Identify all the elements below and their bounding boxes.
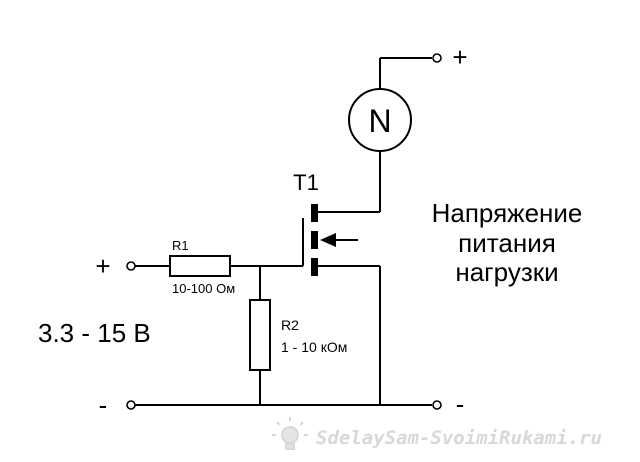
motor-symbol bbox=[348, 88, 412, 152]
wires bbox=[135, 57, 432, 406]
motor-label: N bbox=[368, 103, 391, 139]
terminal-output-plus bbox=[432, 53, 442, 63]
mosfet-channel bbox=[311, 204, 336, 276]
input-plus-sign: + bbox=[95, 251, 110, 281]
terminal-input-plus bbox=[126, 261, 136, 271]
watermark: SdelaySam-SvoimiRukami.ru bbox=[272, 417, 602, 450]
resistor-r1 bbox=[169, 255, 231, 277]
supply-caption-line-1: Напряжение bbox=[432, 198, 583, 228]
sun-lightbulb-icon bbox=[272, 417, 308, 450]
input-minus-sign: - bbox=[99, 390, 108, 420]
resistor-r2 bbox=[249, 299, 271, 371]
transistor-label: T1 bbox=[293, 170, 319, 195]
r1-name: R1 bbox=[172, 238, 189, 253]
watermark-text: SdelaySam-SvoimiRukami.ru bbox=[316, 427, 602, 449]
output-minus-sign: - bbox=[456, 389, 465, 419]
r2-name: R2 bbox=[281, 317, 299, 333]
supply-caption-line-2: питания bbox=[458, 228, 556, 258]
channel-source-segment bbox=[311, 258, 318, 276]
terminal-input-minus bbox=[126, 400, 136, 410]
terminal-output-minus bbox=[432, 400, 442, 410]
output-plus-sign: + bbox=[452, 42, 467, 72]
terminals bbox=[126, 53, 442, 410]
channel-body-segment bbox=[311, 231, 318, 249]
input-voltage-label: 3.3 - 15 В bbox=[38, 318, 151, 348]
r2-value: 1 - 10 кОм bbox=[281, 339, 347, 355]
channel-drain-segment bbox=[311, 204, 318, 222]
r1-value: 10-100 Ом bbox=[172, 281, 235, 296]
supply-caption-line-3: нагрузки bbox=[455, 257, 558, 287]
mosfet-arrow-icon bbox=[320, 233, 336, 247]
